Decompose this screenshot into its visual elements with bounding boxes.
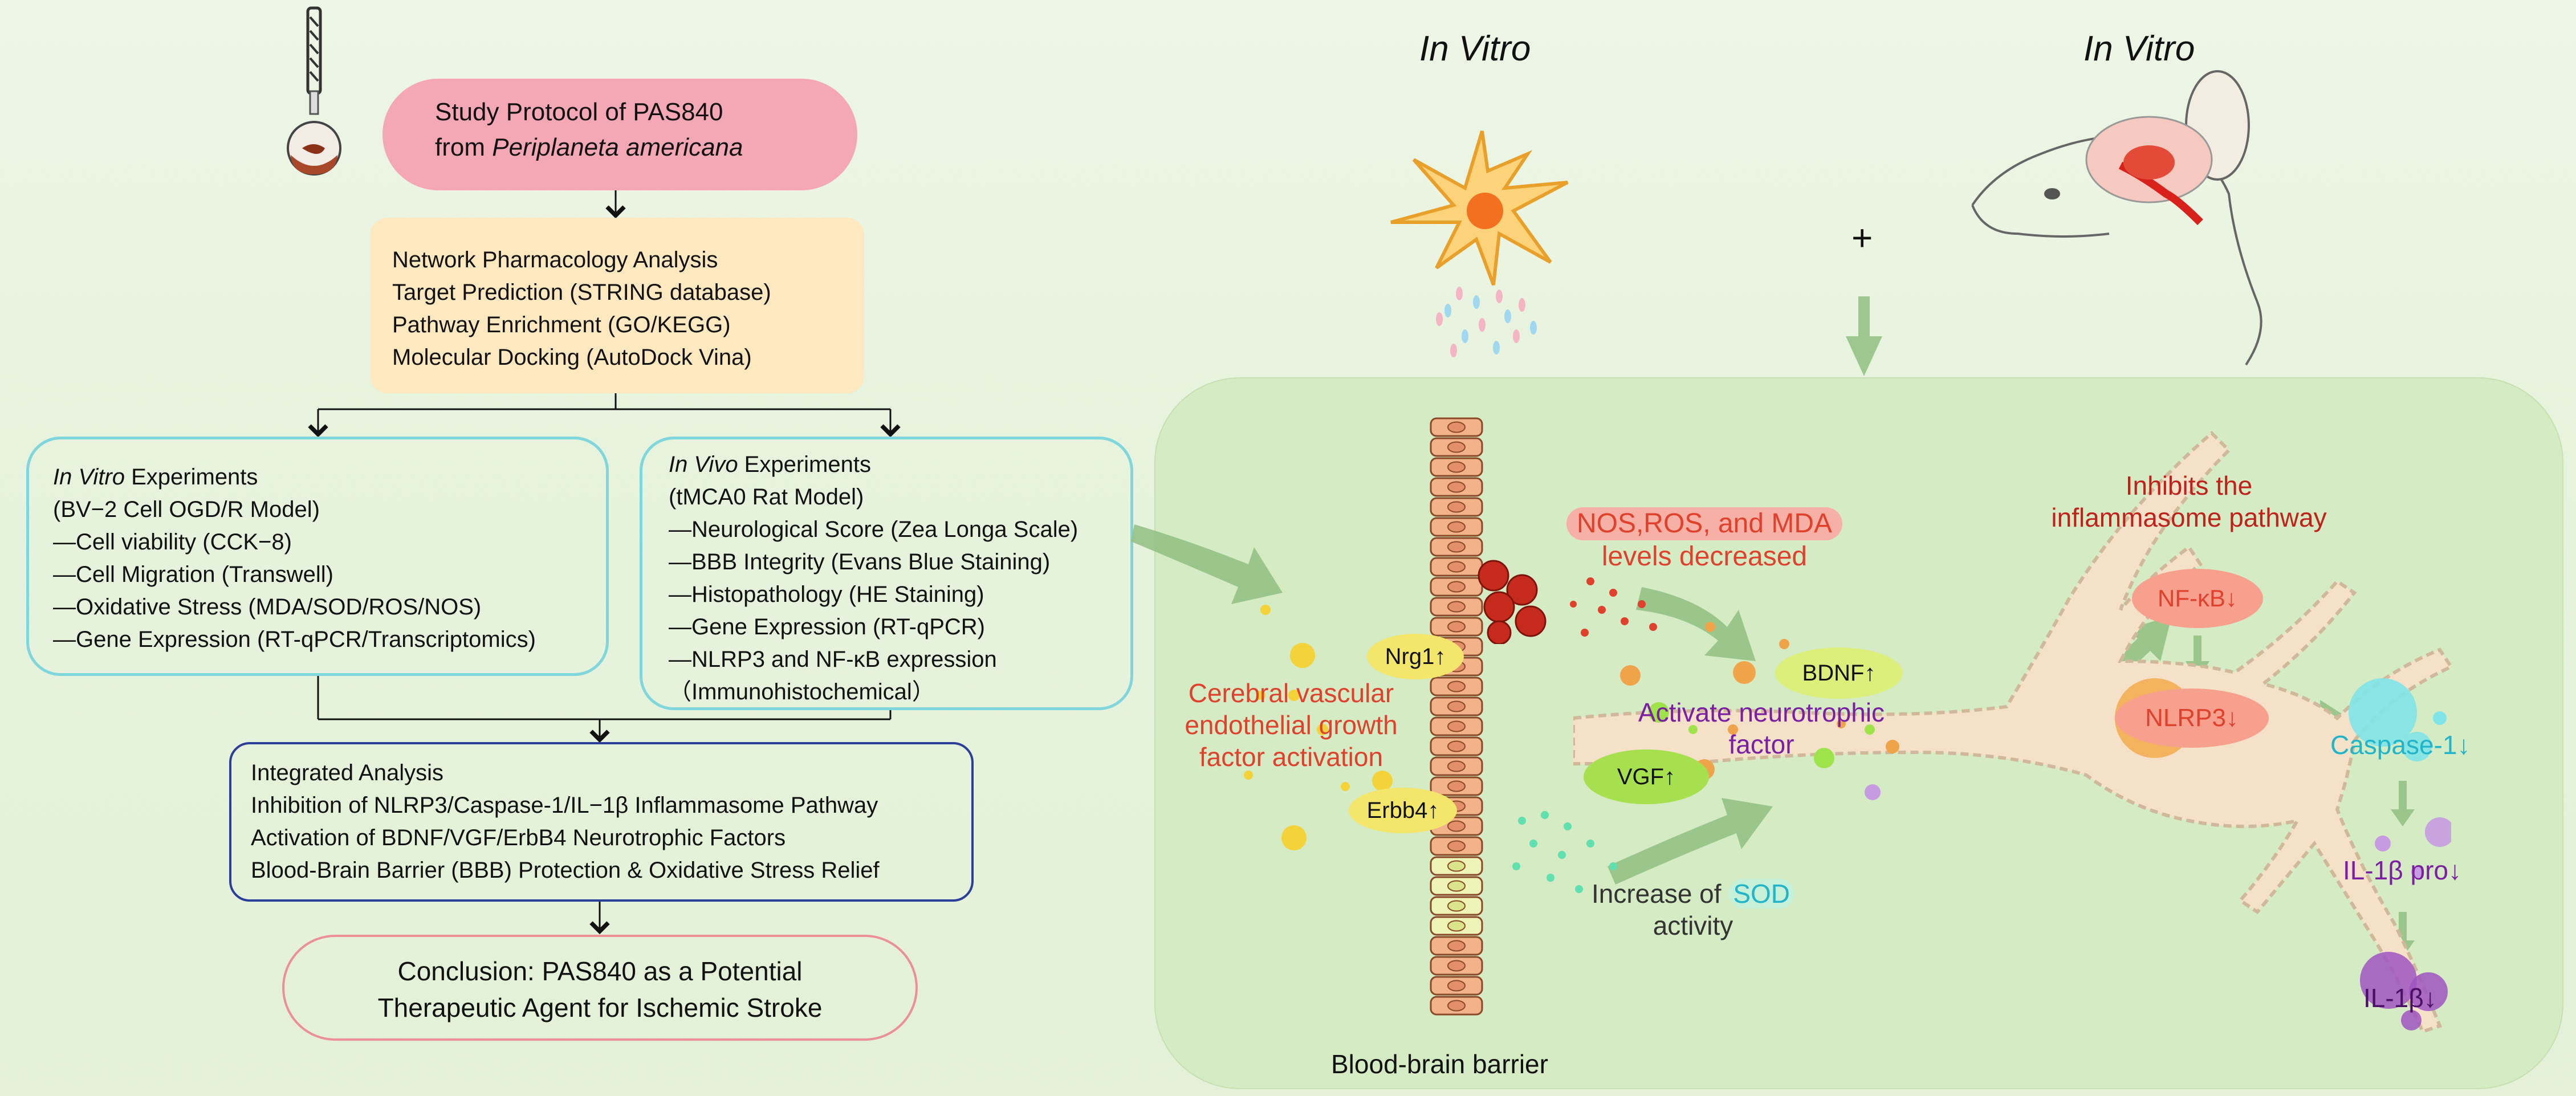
bbb-cell-nucleus — [1447, 581, 1466, 593]
network-line: Pathway Enrichment (GO/KEGG) — [392, 312, 731, 337]
bbb-cell-nucleus — [1447, 501, 1466, 513]
bbb-cell-nucleus — [1447, 780, 1466, 792]
flask-icon — [287, 6, 341, 176]
nos-line-2: levels decreased — [1601, 541, 1808, 572]
nos-ros-mda-label: NOS,ROS, and MDA levels decreased — [1539, 507, 1870, 573]
bbb-cell-nucleus — [1447, 860, 1466, 872]
integrated-line: Integrated Analysis — [251, 760, 443, 785]
nlrp3-label: NLRP3↓ — [2115, 688, 2269, 748]
il-1b-label: IL-1β↓ — [2363, 983, 2437, 1013]
network-pharmacology-box: Network Pharmacology Analysis Target Pre… — [371, 218, 864, 393]
bbb-cell-nucleus — [1447, 920, 1466, 932]
inflam-line-1: Inhibits the — [2125, 471, 2253, 500]
sod-line-1: Increase of SOD — [1573, 878, 1813, 910]
neurotrophic-label: Activate neurotrophic factor — [1613, 696, 1910, 760]
plus-sign: + — [1851, 217, 1873, 258]
bbb-cell-nucleus — [1447, 980, 1466, 992]
bbb-cell-nucleus — [1447, 960, 1466, 972]
bbb-cell-nucleus — [1447, 601, 1466, 613]
bbb-cell-nucleus — [1447, 421, 1466, 433]
vegf-line: Cerebral vascular — [1188, 678, 1394, 708]
network-line: Molecular Docking (AutoDock Vina) — [392, 345, 752, 370]
bbb-cell-nucleus — [1447, 820, 1466, 832]
blood-brain-barrier-label: Blood-brain barrier — [1331, 1049, 1548, 1079]
in-vitro-item: —Cell viability (CCK−8) — [53, 529, 292, 555]
neuro-line-1: Activate neurotrophic — [1638, 698, 1885, 727]
integrated-analysis-box: Integrated Analysis Inhibition of NLRP3/… — [229, 742, 974, 902]
bbb-cell-nucleus — [1447, 441, 1466, 453]
vegf-line: endothelial growth — [1185, 710, 1398, 740]
bdnf-label: BDNF↑ — [1775, 647, 1903, 699]
inflam-line-2: inflammasome pathway — [2051, 503, 2327, 532]
bbb-cell-nucleus — [1447, 621, 1466, 633]
nrg1-label: Nrg1↑ — [1367, 634, 1464, 679]
in-vitro-item: —Cell Migration (Transwell) — [53, 562, 333, 587]
bbb-cell-nucleus — [1447, 880, 1466, 892]
inflammasome-pathway-label: Inhibits the inflammasome pathway — [2007, 470, 2371, 533]
in-vitro-item: (BV−2 Cell OGD/R Model) — [53, 497, 320, 522]
in-vitro-heading-left: In Vitro — [1419, 29, 1531, 68]
bbb-cell-nucleus — [1447, 541, 1466, 553]
blood-brain-barrier-column — [1430, 417, 1483, 1016]
in-vivo-item: —Histopathology (HE Staining) — [669, 582, 984, 607]
bbb-cell-nucleus — [1447, 720, 1466, 732]
integrated-line: Activation of BDNF/VGF/ErbB4 Neurotrophi… — [251, 825, 786, 850]
vgf-label: VGF↑ — [1584, 749, 1709, 804]
bbb-cell-nucleus — [1447, 1000, 1466, 1012]
in-vitro-heading-right: In Vitro — [2083, 29, 2195, 68]
bbb-cell-nucleus — [1447, 740, 1466, 752]
molecule-dots — [1244, 577, 1899, 893]
bbb-cell-nucleus — [1447, 940, 1466, 952]
flow-connectors — [308, 190, 901, 935]
in-vivo-item: —BBB Integrity (Evans Blue Staining) — [669, 549, 1051, 575]
conclusion-line-1: Conclusion: PAS840 as a Potential — [397, 956, 803, 986]
red-blood-cells — [1478, 560, 1547, 644]
in-vivo-item: —NLRP3 and NF-κB expression — [669, 647, 997, 672]
vegf-line: factor activation — [1199, 742, 1383, 772]
bbb-cell-nucleus — [1447, 461, 1466, 473]
bbb-cell-nucleus — [1447, 521, 1466, 533]
in-vitro-item: —Oxidative Stress (MDA/SOD/ROS/NOS) — [53, 594, 482, 620]
network-line: Target Prediction (STRING database) — [392, 280, 771, 305]
in-vivo-experiments-box: In Vivo Experiments (tMCA0 Rat Model) —N… — [640, 437, 1133, 710]
il-1b-pro-label: IL-1β pro↓ — [2343, 855, 2461, 885]
nos-line-1: NOS,ROS, and MDA — [1566, 507, 1843, 540]
neuro-line-2: factor — [1728, 730, 1794, 759]
in-vitro-item: —Gene Expression (RT-qPCR/Transcriptomic… — [53, 627, 536, 652]
in-vitro-title: In Vitro Experiments — [53, 465, 258, 490]
sod-activity-label: Increase of SOD activity — [1573, 878, 1813, 942]
bbb-cell-nucleus — [1447, 481, 1466, 493]
in-vivo-item: （Immunohistochemical） — [669, 679, 935, 704]
in-vivo-title: In Vivo Experiments — [669, 452, 871, 477]
bbb-cell-nucleus — [1447, 900, 1466, 912]
integrated-line: Inhibition of NLRP3/Caspase-1/IL−1β Infl… — [251, 793, 878, 818]
integrated-line: Blood-Brain Barrier (BBB) Protection & O… — [251, 858, 880, 883]
erbb4-label: Erbb4↑ — [1349, 788, 1457, 833]
bbb-cell-nucleus — [1447, 561, 1466, 573]
title-line-1: Study Protocol of PAS840 — [435, 98, 723, 126]
conclusion-box: Conclusion: PAS840 as a Potential Therap… — [282, 935, 918, 1041]
in-vivo-item: (tMCA0 Rat Model) — [669, 484, 864, 510]
bbb-cell-nucleus — [1447, 760, 1466, 772]
nfkb-label: NF-κB↓ — [2132, 569, 2263, 628]
conclusion-line-2: Therapeutic Agent for Ischemic Stroke — [377, 993, 823, 1022]
in-vivo-item: —Gene Expression (RT-qPCR) — [669, 614, 985, 639]
vegf-activation-label: Cerebral vascular endothelial growth fac… — [1163, 677, 1419, 773]
study-protocol-title: Study Protocol of PAS840 from Periplanet… — [382, 79, 857, 190]
in-vivo-item: —Neurological Score (Zea Longa Scale) — [669, 517, 1079, 542]
title-line-2: from Periplaneta americana — [435, 133, 743, 161]
sod-line-2: activity — [1653, 911, 1733, 940]
in-vitro-experiments-box: In Vitro Experiments (BV−2 Cell OGD/R Mo… — [26, 437, 609, 676]
bbb-cell-nucleus — [1447, 681, 1466, 692]
network-line: Network Pharmacology Analysis — [392, 247, 718, 272]
bbb-cell-nucleus — [1447, 840, 1466, 852]
microglia-cell-icon — [1390, 131, 1569, 357]
caspase-1-label: Caspase-1↓ — [2330, 730, 2471, 760]
bbb-cell-nucleus — [1447, 700, 1466, 712]
rat-brain-icon — [1971, 70, 2262, 366]
